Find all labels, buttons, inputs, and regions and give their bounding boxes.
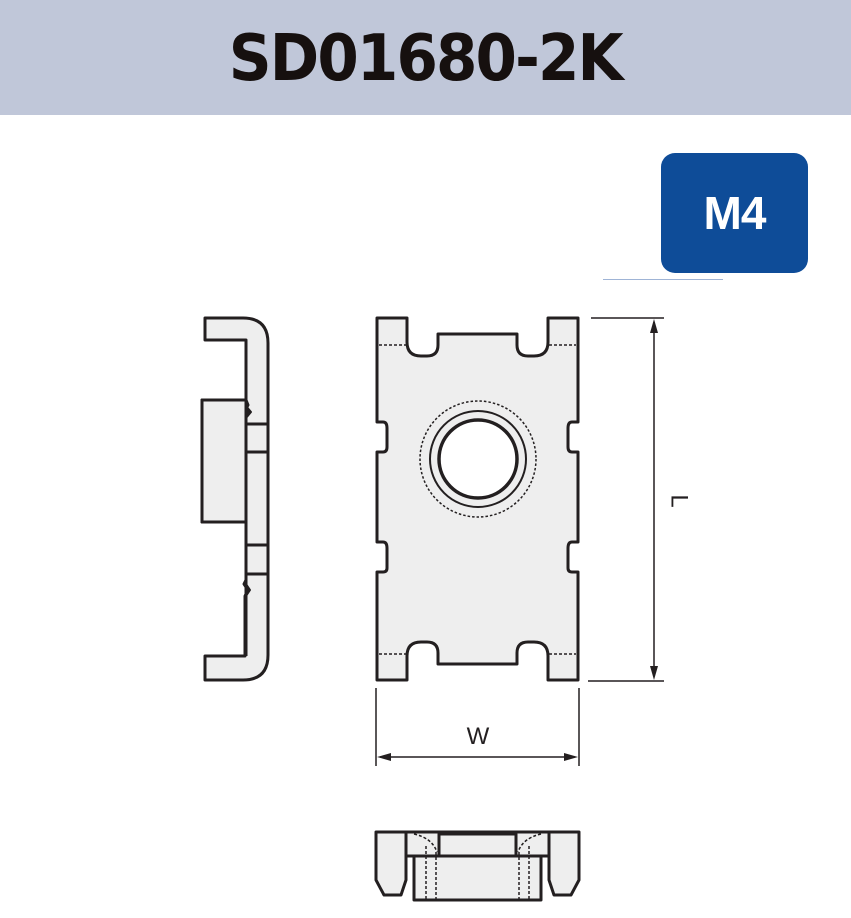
thread-size-badge: M4 (661, 153, 808, 273)
top-view (375, 316, 580, 682)
length-label: L (666, 494, 693, 507)
thread-size-label: M4 (703, 187, 767, 239)
width-label: W (467, 723, 490, 750)
width-dimension (375, 688, 580, 766)
part-number-title: SD01680-2K (229, 21, 624, 96)
length-dimension (588, 317, 664, 682)
thread-hole-outer-dashed (419, 400, 537, 518)
title-bar: SD01680-2K (0, 0, 851, 115)
side-view (200, 316, 270, 682)
badge-underline (603, 279, 723, 280)
bottom-view (374, 830, 581, 902)
thread-hole (437, 418, 519, 500)
thread-hole-ring (429, 410, 527, 508)
